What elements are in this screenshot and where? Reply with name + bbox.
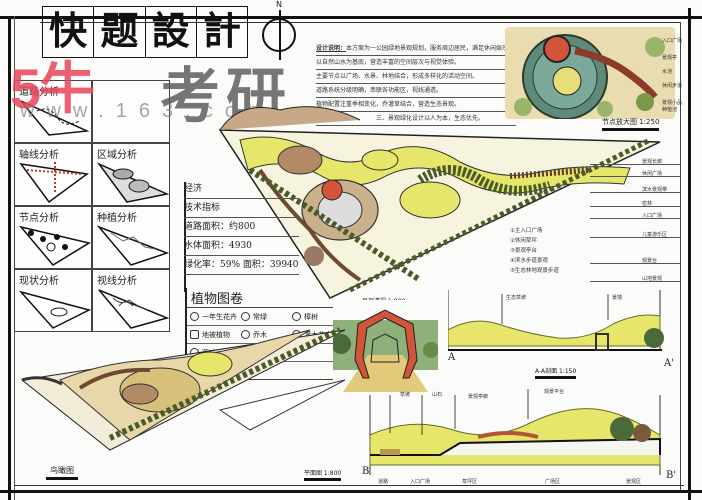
birds-eye-view-drawing [20,327,345,451]
groundcover-icon [190,330,199,339]
technical-indicators: 经济 技术指标 道路面积：约800 水体面积：4930 绿化率：59% 面积：3… [184,180,299,275]
tree-symbol-icon [292,312,301,321]
status-diagram-icon [19,290,91,329]
board-title: 快 题 設 計 [42,6,248,58]
planting-diagram-icon [97,225,169,266]
section-a-drawing [448,290,664,351]
analysis-axis: 轴线分析 [14,143,92,206]
section-a-title: A-A剖面 1:150 [535,366,577,379]
zone-diagram-icon [97,162,169,203]
analysis-grid: 道路分析 轴线分析 区域分析 节点分析 种植分析 现状分析 视线分析 [14,80,170,332]
analysis-sightline: 视线分析 [92,269,170,332]
title-char: 题 [94,7,146,57]
node-enlargement-drawing [505,27,675,119]
frame-line-bottom [0,490,702,493]
perspective-drawing [333,300,438,392]
frame-line-top-inner [40,22,680,23]
frame-line-right-inner [680,22,681,492]
north-arrow-icon: N [262,0,296,60]
road-diagram-icon [20,100,89,136]
analysis-road: 道路分析 [14,80,92,143]
analysis-zone: 区域分析 [92,143,170,206]
axis-diagram-icon [19,162,89,204]
sightline-diagram-icon [98,289,169,329]
analysis-blank [92,80,170,143]
frame-line-bottom-inner [14,485,684,486]
title-char: 計 [202,8,241,53]
shrub-cloud-icon [190,312,199,321]
design-notes: 设计说明：本方案为一公园绿地景观规划，服务周边居民，满足休闲娱乐需求。 以自然山… [316,42,516,126]
frame-line-top [0,16,702,19]
watermark-logo: 5牛 [10,57,95,120]
node-enlargement-title: 节点放大图 1:250 [602,117,660,131]
analysis-status: 现状分析 [14,269,92,332]
master-plan-drawing [218,106,661,299]
section-b-drawing [369,389,661,475]
analysis-planting: 种植分析 [92,206,170,269]
frame-line-right [688,8,691,500]
master-plan-notes: ①主入口广场 ②休闲草坪 ③景观亭台 ④滨水步道景观 ⑤生态林地观景步道 [510,228,559,274]
birds-eye-view-title: 鸟瞰图 [46,465,78,480]
watermark-url: www.163.com [20,100,277,122]
frame-line-left [8,16,11,500]
tree-symbol-icon [241,312,250,321]
title-char: 快 [43,7,95,57]
plan-scale-label: 平面图 1:800 [304,468,342,481]
analysis-node: 节点分析 [14,206,92,269]
node-diagram-icon [19,225,91,266]
title-char: 設 [146,7,197,57]
tree-symbol-icon [241,330,250,339]
